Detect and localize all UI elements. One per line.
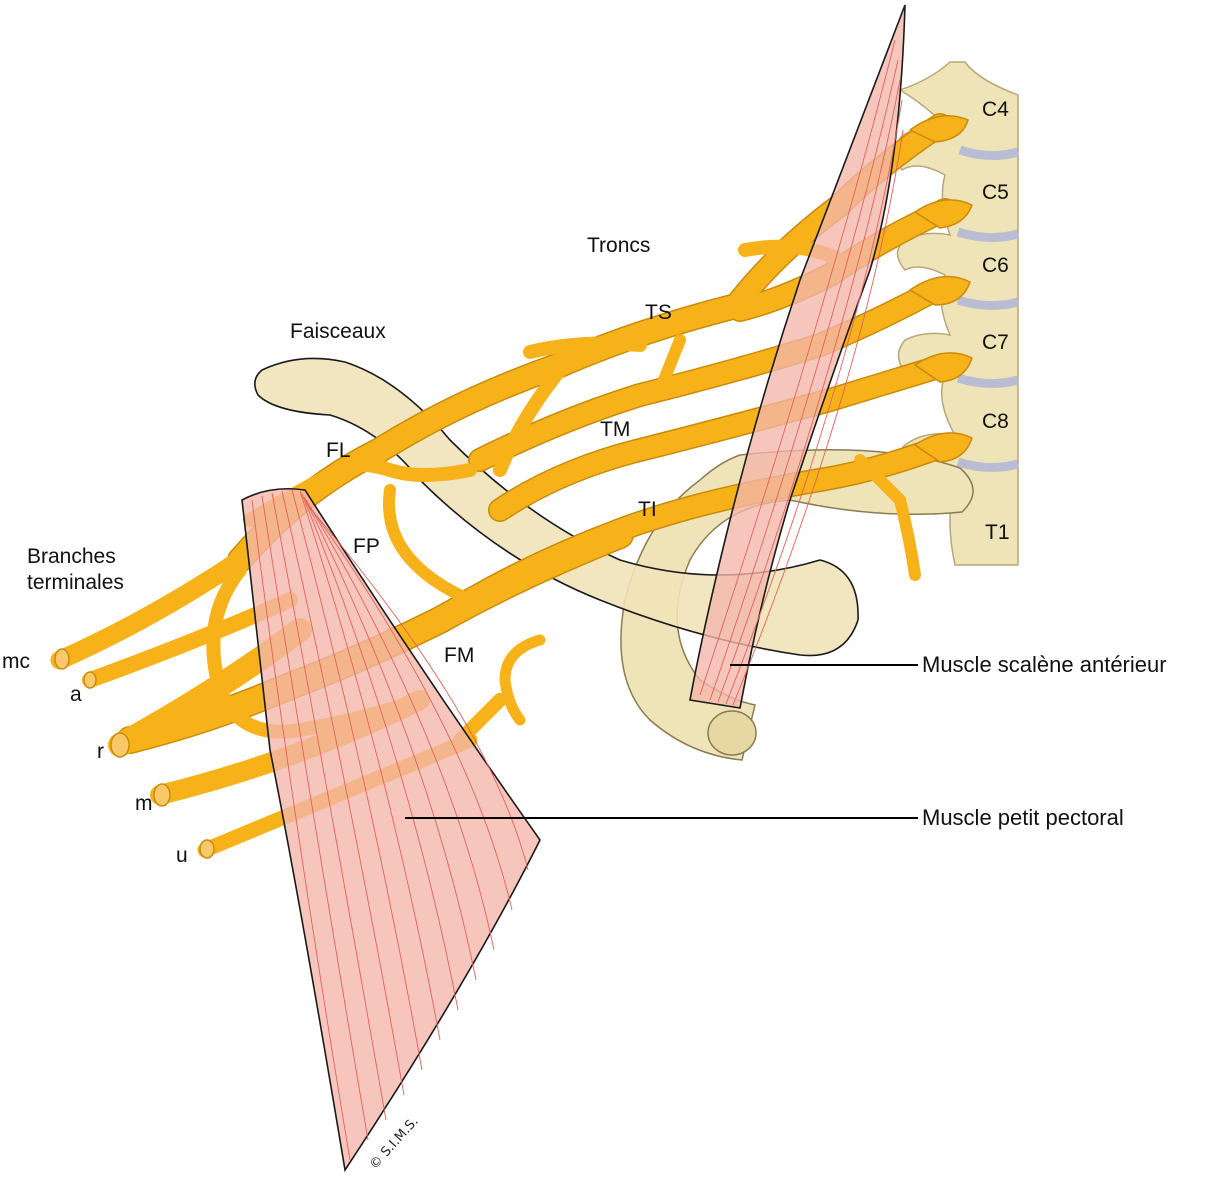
fm-loop (505, 640, 540, 720)
cut-end-m (154, 784, 170, 806)
cut-end-r (111, 733, 129, 757)
label-mc: mc (2, 650, 30, 673)
cut-end-a (84, 672, 96, 688)
label-muscle-pectoral: Muscle petit pectoral (922, 805, 1124, 830)
label-c7: C7 (982, 331, 1009, 354)
label-troncs: Troncs (587, 234, 650, 257)
label-c4: C4 (982, 98, 1009, 121)
label-c6: C6 (982, 254, 1009, 277)
branch-dorsal-small (530, 344, 640, 352)
label-c8: C8 (982, 410, 1009, 433)
label-u: u (176, 844, 188, 867)
label-fp: FP (353, 535, 380, 558)
label-branches-line1: Branches (27, 545, 116, 568)
label-ti: TI (638, 498, 657, 521)
label-a: a (70, 683, 82, 706)
label-r: r (97, 740, 104, 763)
label-c5: C5 (982, 181, 1009, 204)
label-fl: FL (326, 439, 351, 462)
label-t1: T1 (985, 521, 1010, 544)
label-m: m (135, 792, 153, 815)
cut-end-u (200, 840, 214, 858)
label-faisceaux: Faisceaux (290, 320, 386, 343)
label-muscle-scalene: Muscle scalène antérieur (922, 652, 1167, 677)
labels: Troncs Faisceaux Branches terminales TS … (2, 98, 1167, 1173)
cut-end-mc (55, 649, 69, 669)
label-fm: FM (444, 644, 474, 667)
label-ts: TS (645, 301, 672, 324)
nerve-cut-ends (55, 649, 214, 858)
label-tm: TM (600, 418, 630, 441)
label-branches-line2: terminales (27, 571, 124, 594)
rib-cut-end (708, 711, 756, 755)
